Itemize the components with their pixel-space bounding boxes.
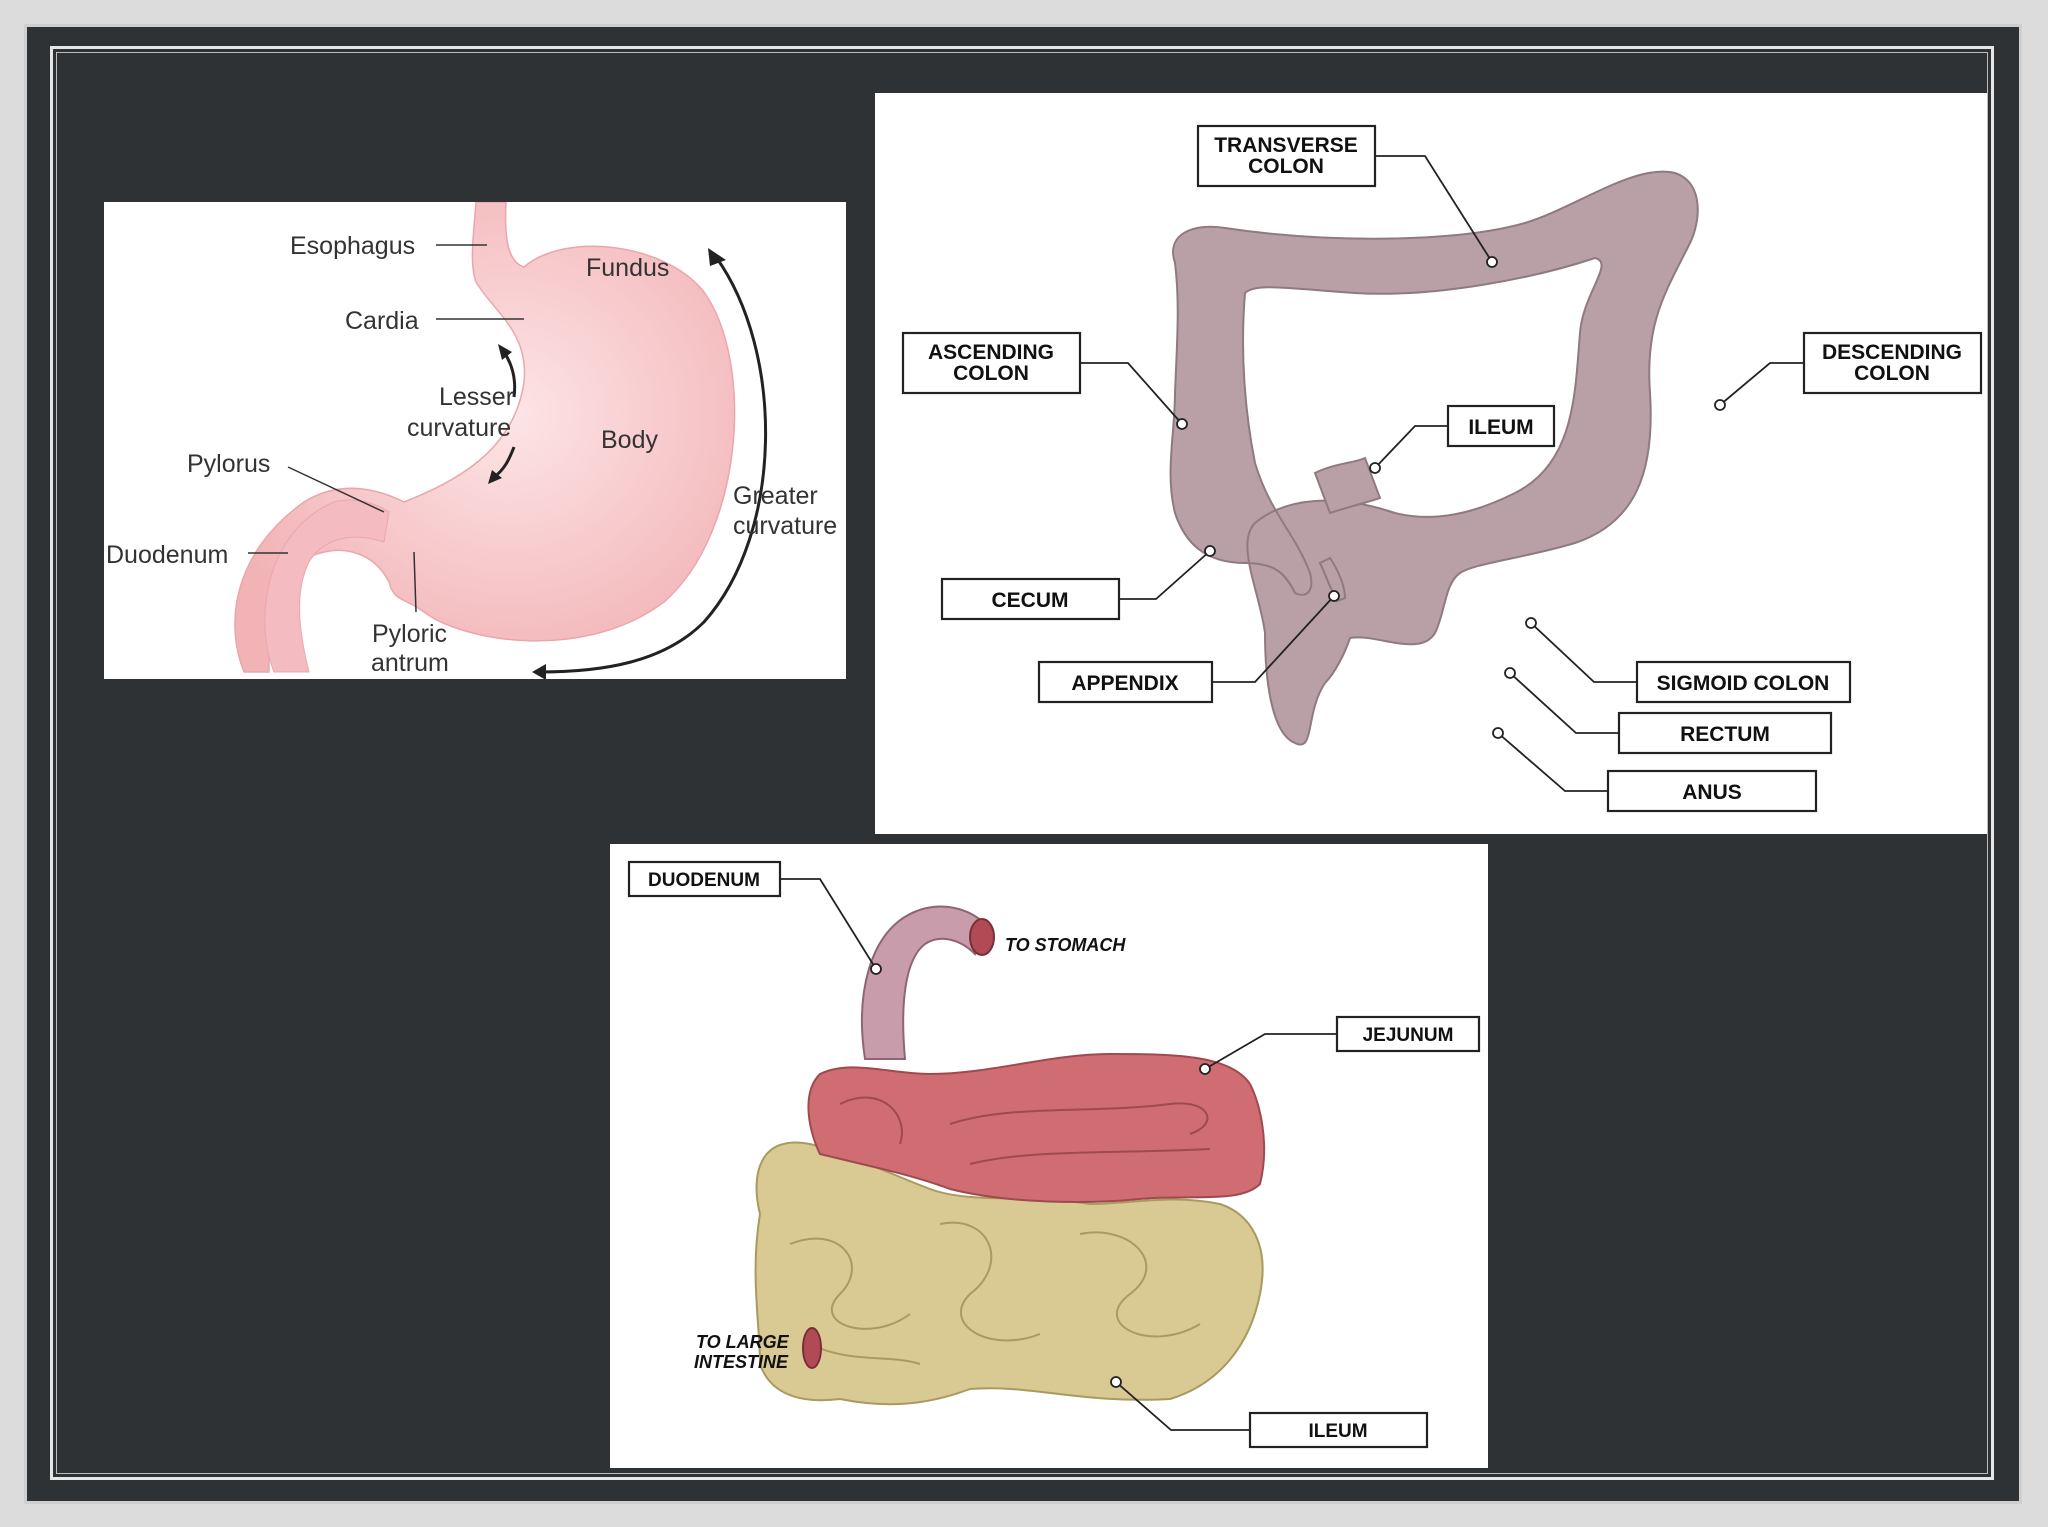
label-ascending-colon-2: COLON — [953, 362, 1029, 385]
label-ileum-small: ILEUM — [1308, 1421, 1367, 1442]
small-intestine-diagram: DUODENUM JEJUNUM ILEUM TO STOMACH TO LAR… — [610, 844, 1488, 1468]
label-duodenum: DUODENUM — [648, 870, 760, 891]
label-pylorus: Pylorus — [187, 450, 270, 478]
label-descending-colon-2: COLON — [1854, 362, 1930, 385]
label-anus: ANUS — [1682, 781, 1742, 804]
label-sigmoid-colon: SIGMOID COLON — [1657, 672, 1830, 695]
label-lesser-curvature-1: Lesser — [439, 383, 514, 411]
label-fundus: Fundus — [586, 254, 669, 282]
large-intestine-illustration: TRANSVERSE COLON ASCENDING COLON DESCEND… — [901, 124, 1983, 813]
label-lesser-curvature-2: curvature — [407, 414, 511, 442]
duodenum-tube-shape — [861, 905, 987, 1060]
stomach-shape — [234, 202, 736, 673]
label-appendix: APPENDIX — [1071, 672, 1178, 695]
slide-frame-outer — [50, 46, 1994, 1480]
duodenum-shape — [264, 499, 390, 673]
label-ascending-colon-1: ASCENDING — [928, 341, 1054, 364]
label-descending-colon-1: DESCENDING — [1822, 341, 1962, 364]
label-cecum: CECUM — [992, 589, 1069, 612]
label-to-large-intestine-1: TO LARGE — [696, 1332, 790, 1352]
slide-background: Esophagus Fundus Cardia Lesser curvature… — [24, 24, 2022, 1504]
label-body: Body — [601, 426, 658, 454]
stomach-illustration: Esophagus Fundus Cardia Lesser curvature… — [106, 202, 837, 679]
label-greater-curvature-1: Greater — [733, 482, 818, 510]
stomach-diagram: Esophagus Fundus Cardia Lesser curvature… — [104, 202, 846, 679]
colon-shape — [1169, 170, 1699, 746]
label-to-stomach: TO STOMACH — [1005, 935, 1126, 955]
label-transverse-colon-2: COLON — [1248, 155, 1324, 178]
jejunum-shape — [807, 1052, 1266, 1203]
label-transverse-colon-1: TRANSVERSE — [1214, 134, 1358, 157]
slide-frame-inner — [56, 52, 1988, 1474]
label-greater-curvature-2: curvature — [733, 512, 837, 540]
label-cardia: Cardia — [345, 307, 419, 335]
label-to-large-intestine-2: INTESTINE — [694, 1352, 789, 1372]
label-esophagus: Esophagus — [290, 232, 415, 260]
label-jejunum: JEJUNUM — [1363, 1025, 1454, 1046]
label-ileum: ILEUM — [1468, 416, 1533, 439]
label-duodenum: Duodenum — [106, 541, 228, 569]
label-pyloric-antrum-1: Pyloric — [372, 620, 447, 648]
small-intestine-illustration: DUODENUM JEJUNUM ILEUM TO STOMACH TO LAR… — [627, 860, 1481, 1449]
label-pyloric-antrum-2: antrum — [371, 649, 449, 677]
large-intestine-diagram: TRANSVERSE COLON ASCENDING COLON DESCEND… — [875, 93, 1987, 834]
label-rectum: RECTUM — [1680, 723, 1770, 746]
